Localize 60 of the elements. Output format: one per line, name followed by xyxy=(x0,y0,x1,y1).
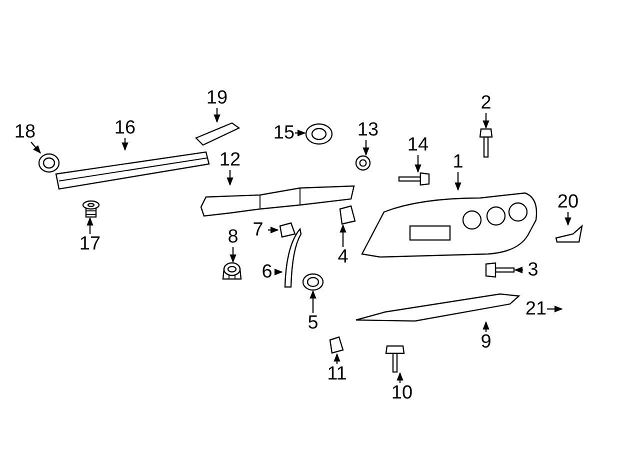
leader-line xyxy=(514,266,523,274)
leader-line xyxy=(396,372,404,383)
callout-number: 21 xyxy=(525,300,547,318)
callout-number: 11 xyxy=(327,364,347,384)
callout-number: 2 xyxy=(480,94,492,112)
callout-number: 14 xyxy=(407,136,429,154)
leader-line xyxy=(454,172,462,191)
callout-number: 5 xyxy=(308,314,318,332)
callout-number: 7 xyxy=(252,220,264,240)
callout-number: 4 xyxy=(338,248,348,266)
grommet-drawing xyxy=(305,123,333,145)
callout-number: 20 xyxy=(557,192,579,212)
bracket-drawing xyxy=(555,225,583,243)
trim-strip-drawing xyxy=(55,150,210,190)
washer-drawing xyxy=(355,155,371,171)
bracket-drawing xyxy=(195,122,240,146)
clip-drawing xyxy=(82,200,100,218)
leader-line xyxy=(414,155,422,173)
callout-number: 6 xyxy=(262,262,272,282)
callout-number: 9 xyxy=(480,332,492,352)
leader-line xyxy=(547,306,563,312)
grommet-drawing xyxy=(38,153,60,173)
valance-drawing xyxy=(355,292,520,322)
leader-line xyxy=(295,130,306,136)
bolt-drawing xyxy=(485,262,515,278)
grommet-drawing xyxy=(302,273,324,291)
leader-line xyxy=(362,140,370,156)
callout-number: 8 xyxy=(228,228,238,246)
callout-number: 10 xyxy=(391,384,413,402)
leader-line xyxy=(482,113,490,129)
leader-line xyxy=(310,290,316,313)
leader-line xyxy=(30,142,41,154)
callout-number: 15 xyxy=(273,124,295,142)
callout-number: 19 xyxy=(206,88,228,108)
callout-number: 17 xyxy=(79,234,101,254)
leader-line xyxy=(334,353,340,364)
leader-line xyxy=(226,170,234,186)
callout-number: 1 xyxy=(452,152,464,172)
leader-line xyxy=(274,268,283,276)
bolt-drawing xyxy=(385,345,405,373)
leader-line xyxy=(122,138,128,151)
nut-drawing xyxy=(222,262,242,280)
leader-line xyxy=(482,321,490,332)
leader-line xyxy=(268,226,279,234)
leader-line xyxy=(86,217,94,234)
clip-drawing xyxy=(338,205,356,225)
clip-drawing xyxy=(328,336,344,354)
leader-line xyxy=(564,212,572,226)
callout-number: 13 xyxy=(357,120,379,140)
callout-number: 18 xyxy=(14,122,36,142)
callout-number: 12 xyxy=(219,150,241,170)
callout-number: 3 xyxy=(528,260,538,280)
bumper-cover-drawing xyxy=(360,190,540,258)
leader-line xyxy=(214,108,220,123)
clip-drawing xyxy=(278,222,296,238)
callout-number: 16 xyxy=(114,118,136,138)
leader-line xyxy=(230,247,236,263)
leader-line xyxy=(340,224,346,247)
bolt-drawing xyxy=(398,172,430,186)
bolt-drawing xyxy=(479,128,493,158)
